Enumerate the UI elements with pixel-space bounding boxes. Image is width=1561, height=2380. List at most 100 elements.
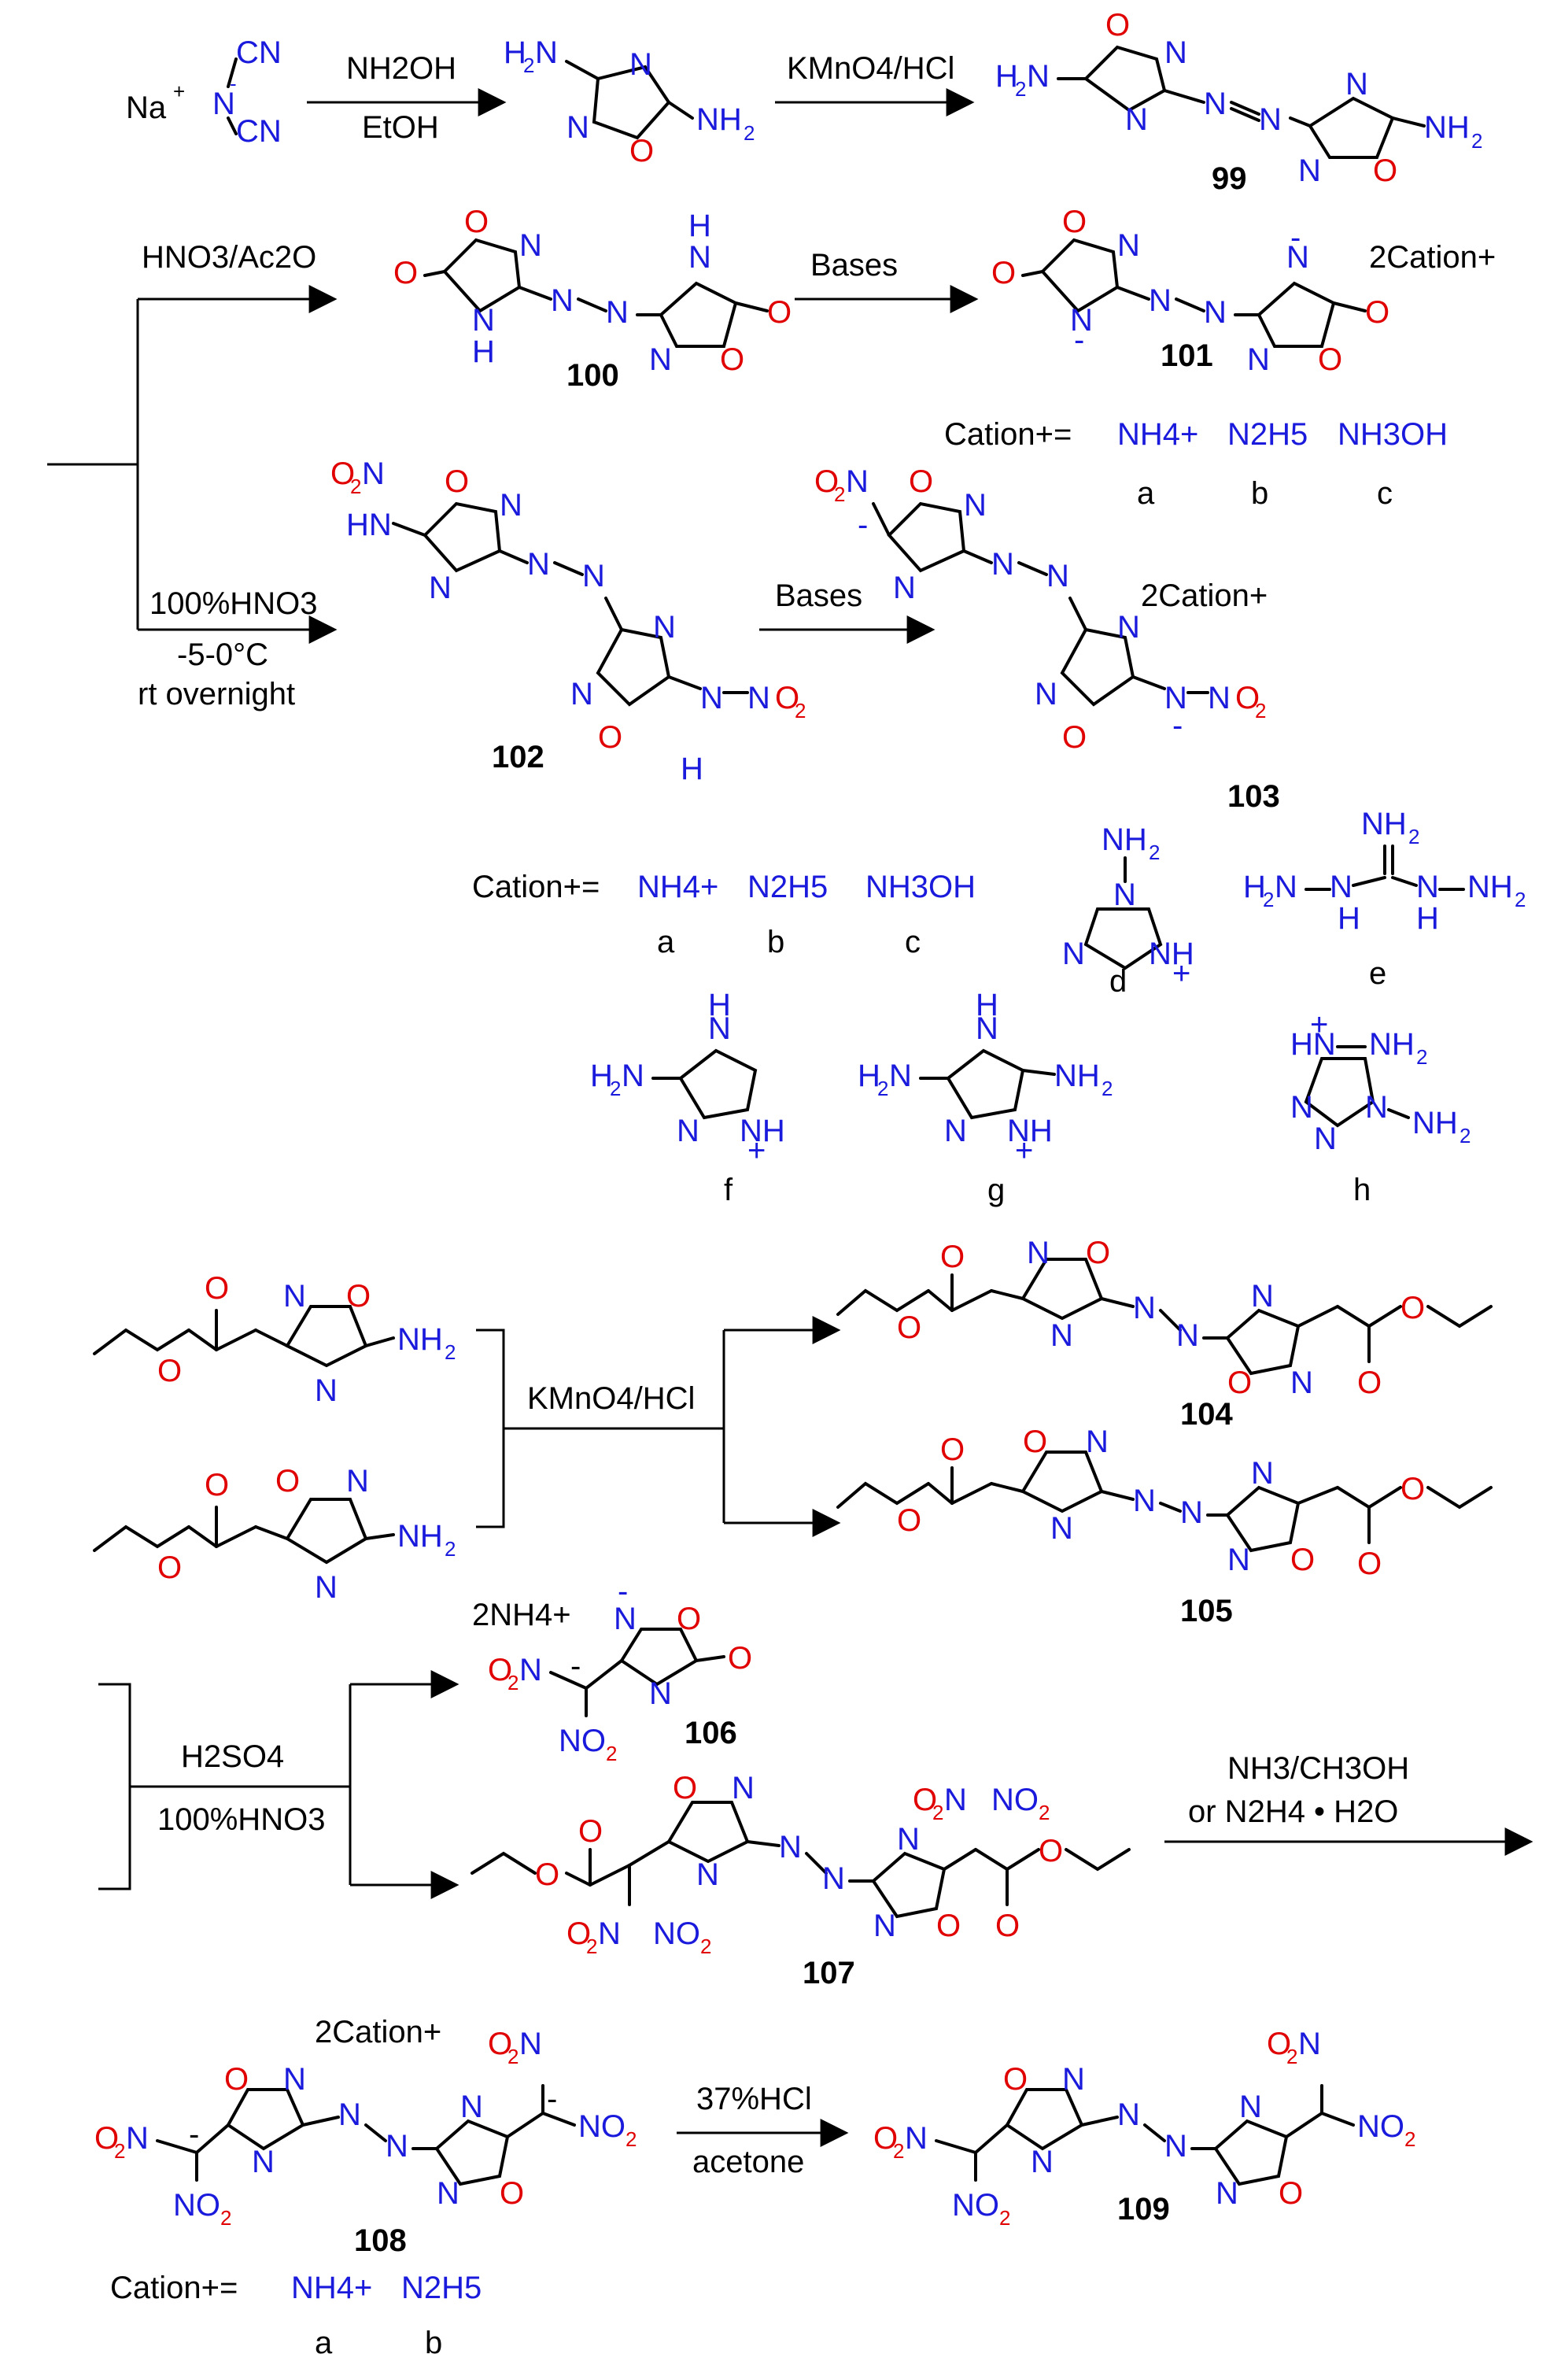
svg-text:N: N: [1227, 1543, 1250, 1577]
svg-text:O: O: [720, 342, 744, 377]
svg-text:NO: NO: [578, 2109, 626, 2144]
svg-text:N: N: [582, 559, 605, 593]
svg-text:N: N: [1290, 1366, 1313, 1400]
svg-text:2: 2: [1255, 699, 1266, 722]
svg-text:b: b: [767, 925, 784, 959]
svg-text:O: O: [814, 464, 839, 499]
svg-text:NO: NO: [173, 2188, 220, 2223]
svg-text:NH: NH: [1369, 1027, 1415, 1062]
svg-text:NH4+: NH4+: [637, 870, 718, 904]
svg-text:H: H: [681, 752, 703, 786]
svg-text:N: N: [1239, 2090, 1262, 2124]
svg-text:N: N: [897, 1822, 920, 1857]
svg-text:c: c: [905, 925, 921, 959]
svg-text:N: N: [779, 1830, 802, 1864]
svg-text:HN: HN: [346, 508, 392, 542]
svg-text:O: O: [1357, 1547, 1382, 1581]
svg-text:N: N: [700, 681, 723, 715]
svg-text:2: 2: [114, 2139, 125, 2163]
svg-text:O: O: [1267, 2027, 1291, 2061]
svg-text:N: N: [1164, 2129, 1187, 2164]
svg-text:2: 2: [1408, 825, 1419, 848]
svg-text:NH: NH: [1149, 937, 1194, 971]
label-103-cations: 2Cation+: [1141, 578, 1268, 613]
reagent-7: KMnO4/HCl: [527, 1381, 695, 1416]
svg-text:H: H: [858, 1059, 880, 1093]
svg-text:N: N: [1275, 870, 1297, 904]
compound-104: O O N O N N N N O N O O 104: [836, 1236, 1493, 1432]
svg-text:N: N: [606, 295, 629, 330]
svg-text:N: N: [551, 283, 574, 318]
svg-text:a: a: [1137, 476, 1155, 511]
svg-text:O: O: [936, 1909, 961, 1943]
svg-text:O: O: [1039, 1834, 1063, 1868]
svg-text:O: O: [1235, 681, 1260, 715]
svg-text:+: +: [1015, 1133, 1033, 1168]
svg-text:O: O: [940, 1432, 965, 1467]
svg-text:N: N: [472, 303, 495, 338]
svg-text:N: N: [598, 1916, 621, 1951]
svg-text:2: 2: [795, 699, 806, 722]
svg-text:N: N: [126, 2121, 149, 2156]
svg-text:N: N: [315, 1373, 338, 1408]
svg-text:O: O: [500, 2176, 524, 2211]
svg-text:N: N: [338, 2097, 361, 2132]
svg-text:H: H: [1338, 901, 1360, 936]
svg-text:2: 2: [350, 475, 361, 498]
svg-text:+: +: [747, 1133, 766, 1168]
svg-text:NH: NH: [696, 102, 742, 137]
svg-text:N: N: [283, 2062, 306, 2097]
svg-text:N: N: [1416, 870, 1439, 904]
svg-text:O: O: [535, 1857, 559, 1892]
reagent-4: Bases: [810, 248, 898, 283]
svg-text:N: N: [1251, 1456, 1274, 1491]
svg-text:O: O: [1086, 1236, 1110, 1270]
svg-text:N: N: [873, 1909, 896, 1943]
svg-text:N: N: [1046, 559, 1069, 593]
svg-text:O: O: [767, 295, 792, 330]
svg-text:H: H: [504, 35, 526, 70]
svg-text:NO: NO: [653, 1916, 700, 1951]
svg-text:N: N: [1204, 295, 1227, 330]
svg-text:N: N: [283, 1279, 306, 1314]
svg-text:N: N: [1149, 283, 1172, 318]
svg-text:NO: NO: [952, 2188, 999, 2223]
svg-text:N: N: [696, 1857, 719, 1892]
svg-text:O: O: [1373, 153, 1397, 188]
svg-text:O: O: [1400, 1472, 1425, 1506]
svg-text:H: H: [472, 334, 495, 369]
svg-text:2: 2: [220, 2206, 231, 2230]
svg-text:N: N: [1133, 1484, 1156, 1518]
svg-text:109: 109: [1117, 2192, 1170, 2227]
svg-text:a: a: [315, 2326, 333, 2360]
nitration-bracket: [98, 1683, 131, 1890]
svg-text:N: N: [944, 1783, 967, 1817]
svg-text:N: N: [1050, 1511, 1073, 1546]
cation-list-1: Cation+= NH4+ N2H5 NH3OH a b c: [944, 417, 1448, 511]
svg-text:2: 2: [1286, 2045, 1297, 2068]
svg-text:2: 2: [1102, 1077, 1113, 1100]
svg-text:N: N: [1113, 878, 1136, 912]
reagent-1b: EtOH: [362, 110, 439, 145]
reagent-9b: or N2H4 • H2O: [1188, 1794, 1398, 1829]
svg-text:CN: CN: [236, 114, 282, 149]
svg-text:N2H5: N2H5: [747, 870, 828, 904]
svg-text:N: N: [1070, 303, 1093, 338]
svg-text:N: N: [1176, 1318, 1199, 1353]
svg-text:2: 2: [626, 2127, 637, 2151]
svg-text:a: a: [657, 925, 675, 959]
svg-text:N: N: [1062, 937, 1085, 971]
svg-text:2: 2: [1460, 1124, 1471, 1148]
svg-text:N: N: [252, 2145, 275, 2179]
svg-text:N: N: [708, 1011, 731, 1046]
svg-text:c: c: [1377, 476, 1393, 511]
svg-text:NH: NH: [1361, 807, 1407, 841]
svg-text:H: H: [976, 988, 998, 1022]
svg-text:N: N: [1117, 610, 1140, 645]
